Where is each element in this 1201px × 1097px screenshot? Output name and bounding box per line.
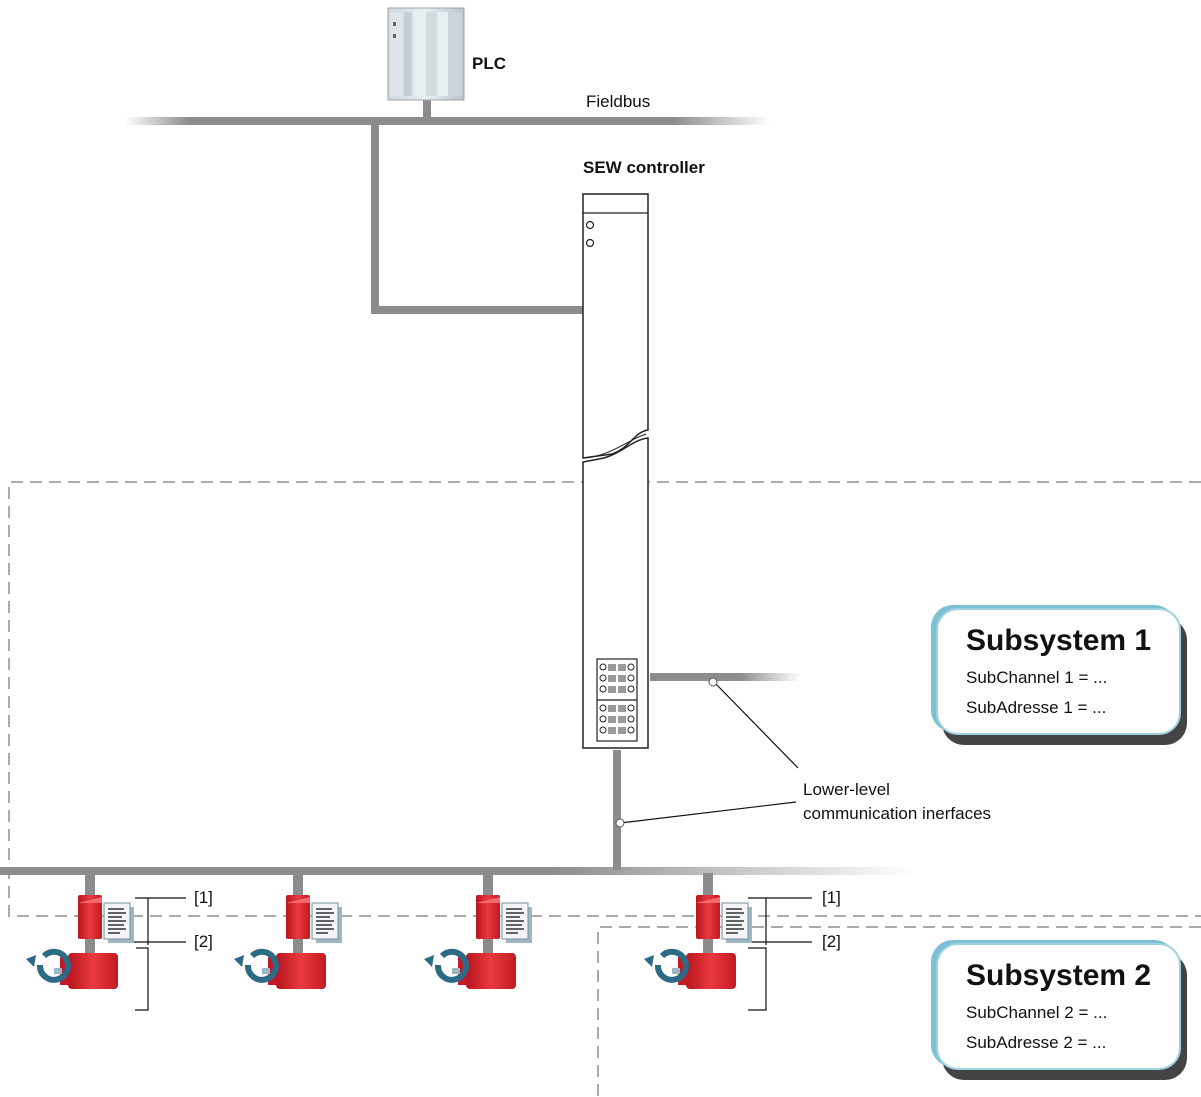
device-bus-drop — [613, 750, 621, 870]
plc-icon — [387, 7, 465, 101]
controller-link — [371, 121, 584, 314]
lower-level-stub — [650, 673, 800, 681]
subsystem-2-card: Subsystem 2 SubChannel 2 = ... SubAdress… — [936, 943, 1181, 1070]
subsystem-2-boundary — [597, 926, 1201, 1097]
subsystem-1-channel: SubChannel 1 = ... — [966, 668, 1108, 687]
subsystem-2-address: SubAdresse 2 = ... — [966, 1033, 1107, 1052]
subsystem-2-title: Subsystem 2 — [966, 959, 1152, 992]
drive-1-icon — [26, 873, 134, 989]
drive-3-icon — [424, 873, 532, 989]
callout-2-left: [2] — [194, 932, 213, 951]
drive-4-icon — [644, 873, 752, 989]
plc-label: PLC — [472, 54, 506, 73]
drive-2-icon — [234, 873, 342, 989]
lower-level-label-line1: Lower-level — [803, 780, 890, 799]
controller-label: SEW controller — [583, 158, 705, 177]
device-bus-line — [0, 867, 915, 875]
subsystem-2-channel: SubChannel 2 = ... — [966, 1003, 1108, 1022]
callout-1-left: [1] — [194, 888, 213, 907]
subsystem-1-card: Subsystem 1 SubChannel 1 = ... SubAdress… — [936, 608, 1181, 735]
sew-controller-icon — [582, 193, 649, 749]
lower-level-label-line2: communication inerfaces — [803, 804, 992, 823]
fieldbus-label: Fieldbus — [586, 92, 651, 111]
subsystem-1-title: Subsystem 1 — [966, 624, 1152, 657]
subsystem-1-address: SubAdresse 1 = ... — [966, 698, 1107, 717]
callout-2-right: [2] — [822, 932, 841, 951]
fieldbus-line — [125, 117, 770, 125]
callout-1-right: [1] — [822, 888, 841, 907]
